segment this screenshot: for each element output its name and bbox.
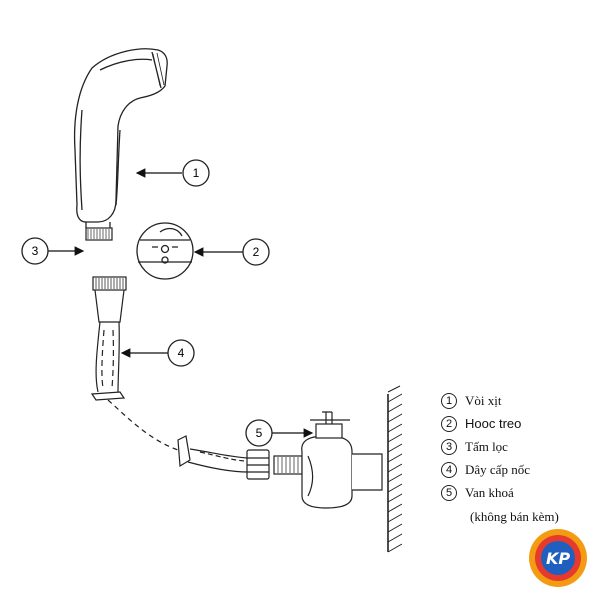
callout-3-label: 3 [32,244,39,258]
legend-number: 3 [441,438,457,455]
legend-item-3: 3 Tấm lọc [441,435,591,458]
legend-number: 5 [441,484,457,501]
wall-holder [136,222,194,280]
legend-item-4: 4 Dây cấp nốc [441,458,591,481]
logo-inner-disc [541,541,575,575]
legend-label: Hooc treo [465,416,522,431]
legend-item-5: 5 Van khoá [441,481,591,504]
callout-1: 1 [135,159,210,187]
callout-1-label: 1 [193,166,200,180]
parts-legend: 1 Vòi xịt 2 Hooc treo 3 Tấm lọc 4 Dây cấ… [441,389,591,504]
callout-2-label: 2 [253,245,260,259]
callout-5-label: 5 [256,426,263,440]
supply-hose [90,321,249,473]
filter-disc [85,227,113,241]
legend-number: 4 [441,461,457,478]
callout-5: 5 [245,419,314,447]
brand-logo: KP [529,529,587,587]
callout-2: 2 [193,238,270,266]
legend-item-1: 1 Vòi xịt [441,389,591,412]
legend-label: Dây cấp nốc [465,461,530,477]
legend-label: Tấm lọc [465,438,508,454]
sprayer-head [73,48,168,228]
legend-label: Vòi xịt [465,392,502,408]
callout-4: 4 [120,339,195,367]
legend-item-2: 2 Hooc treo [441,412,591,435]
callout-3: 3 [21,237,85,265]
legend-note: (không bán kèm) [470,509,559,524]
logo-text: KP [546,549,570,568]
hose-top-nut [92,276,127,323]
legend-number: 1 [441,392,457,409]
legend-number: 2 [441,415,457,432]
hose-end-nut [246,449,270,480]
legend-label: Van khoá [465,484,514,500]
shutoff-valve [273,411,383,509]
wall [387,385,403,553]
callout-4-label: 4 [178,346,185,360]
